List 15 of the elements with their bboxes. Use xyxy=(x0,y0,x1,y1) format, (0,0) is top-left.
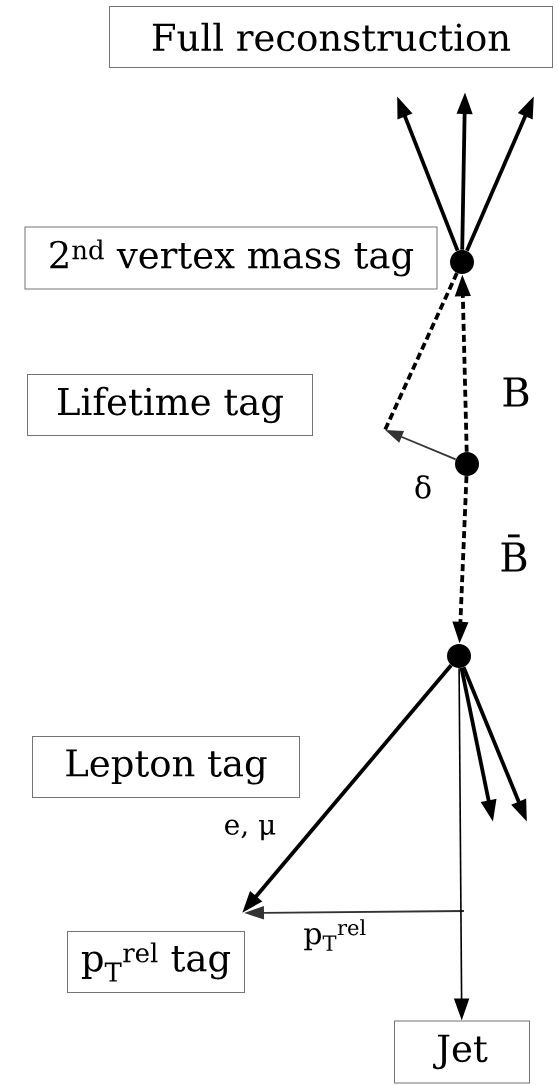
vertex-dot xyxy=(450,250,474,274)
track-line xyxy=(383,272,459,431)
vertex-dot xyxy=(455,452,479,476)
symbol-label: δ xyxy=(415,475,431,499)
tag-box: Full reconstruction xyxy=(109,6,553,68)
tag-box: Lifetime tag xyxy=(27,374,313,436)
tag-box: Jet xyxy=(394,1020,530,1084)
edge-label: e, μ xyxy=(222,818,278,842)
tag-box: 2$^{nd}$ vertex mass tag xyxy=(24,226,438,290)
symbol-label: p$_{T}$rel xyxy=(304,919,366,951)
vertex-dot xyxy=(447,644,471,668)
symbol-label: B̄ xyxy=(501,534,527,572)
tag-box: Lepton tag xyxy=(32,736,300,798)
symbol-label: B xyxy=(503,377,529,407)
tag-box: p$_{T}$$^{rel}$ tag xyxy=(67,931,245,993)
